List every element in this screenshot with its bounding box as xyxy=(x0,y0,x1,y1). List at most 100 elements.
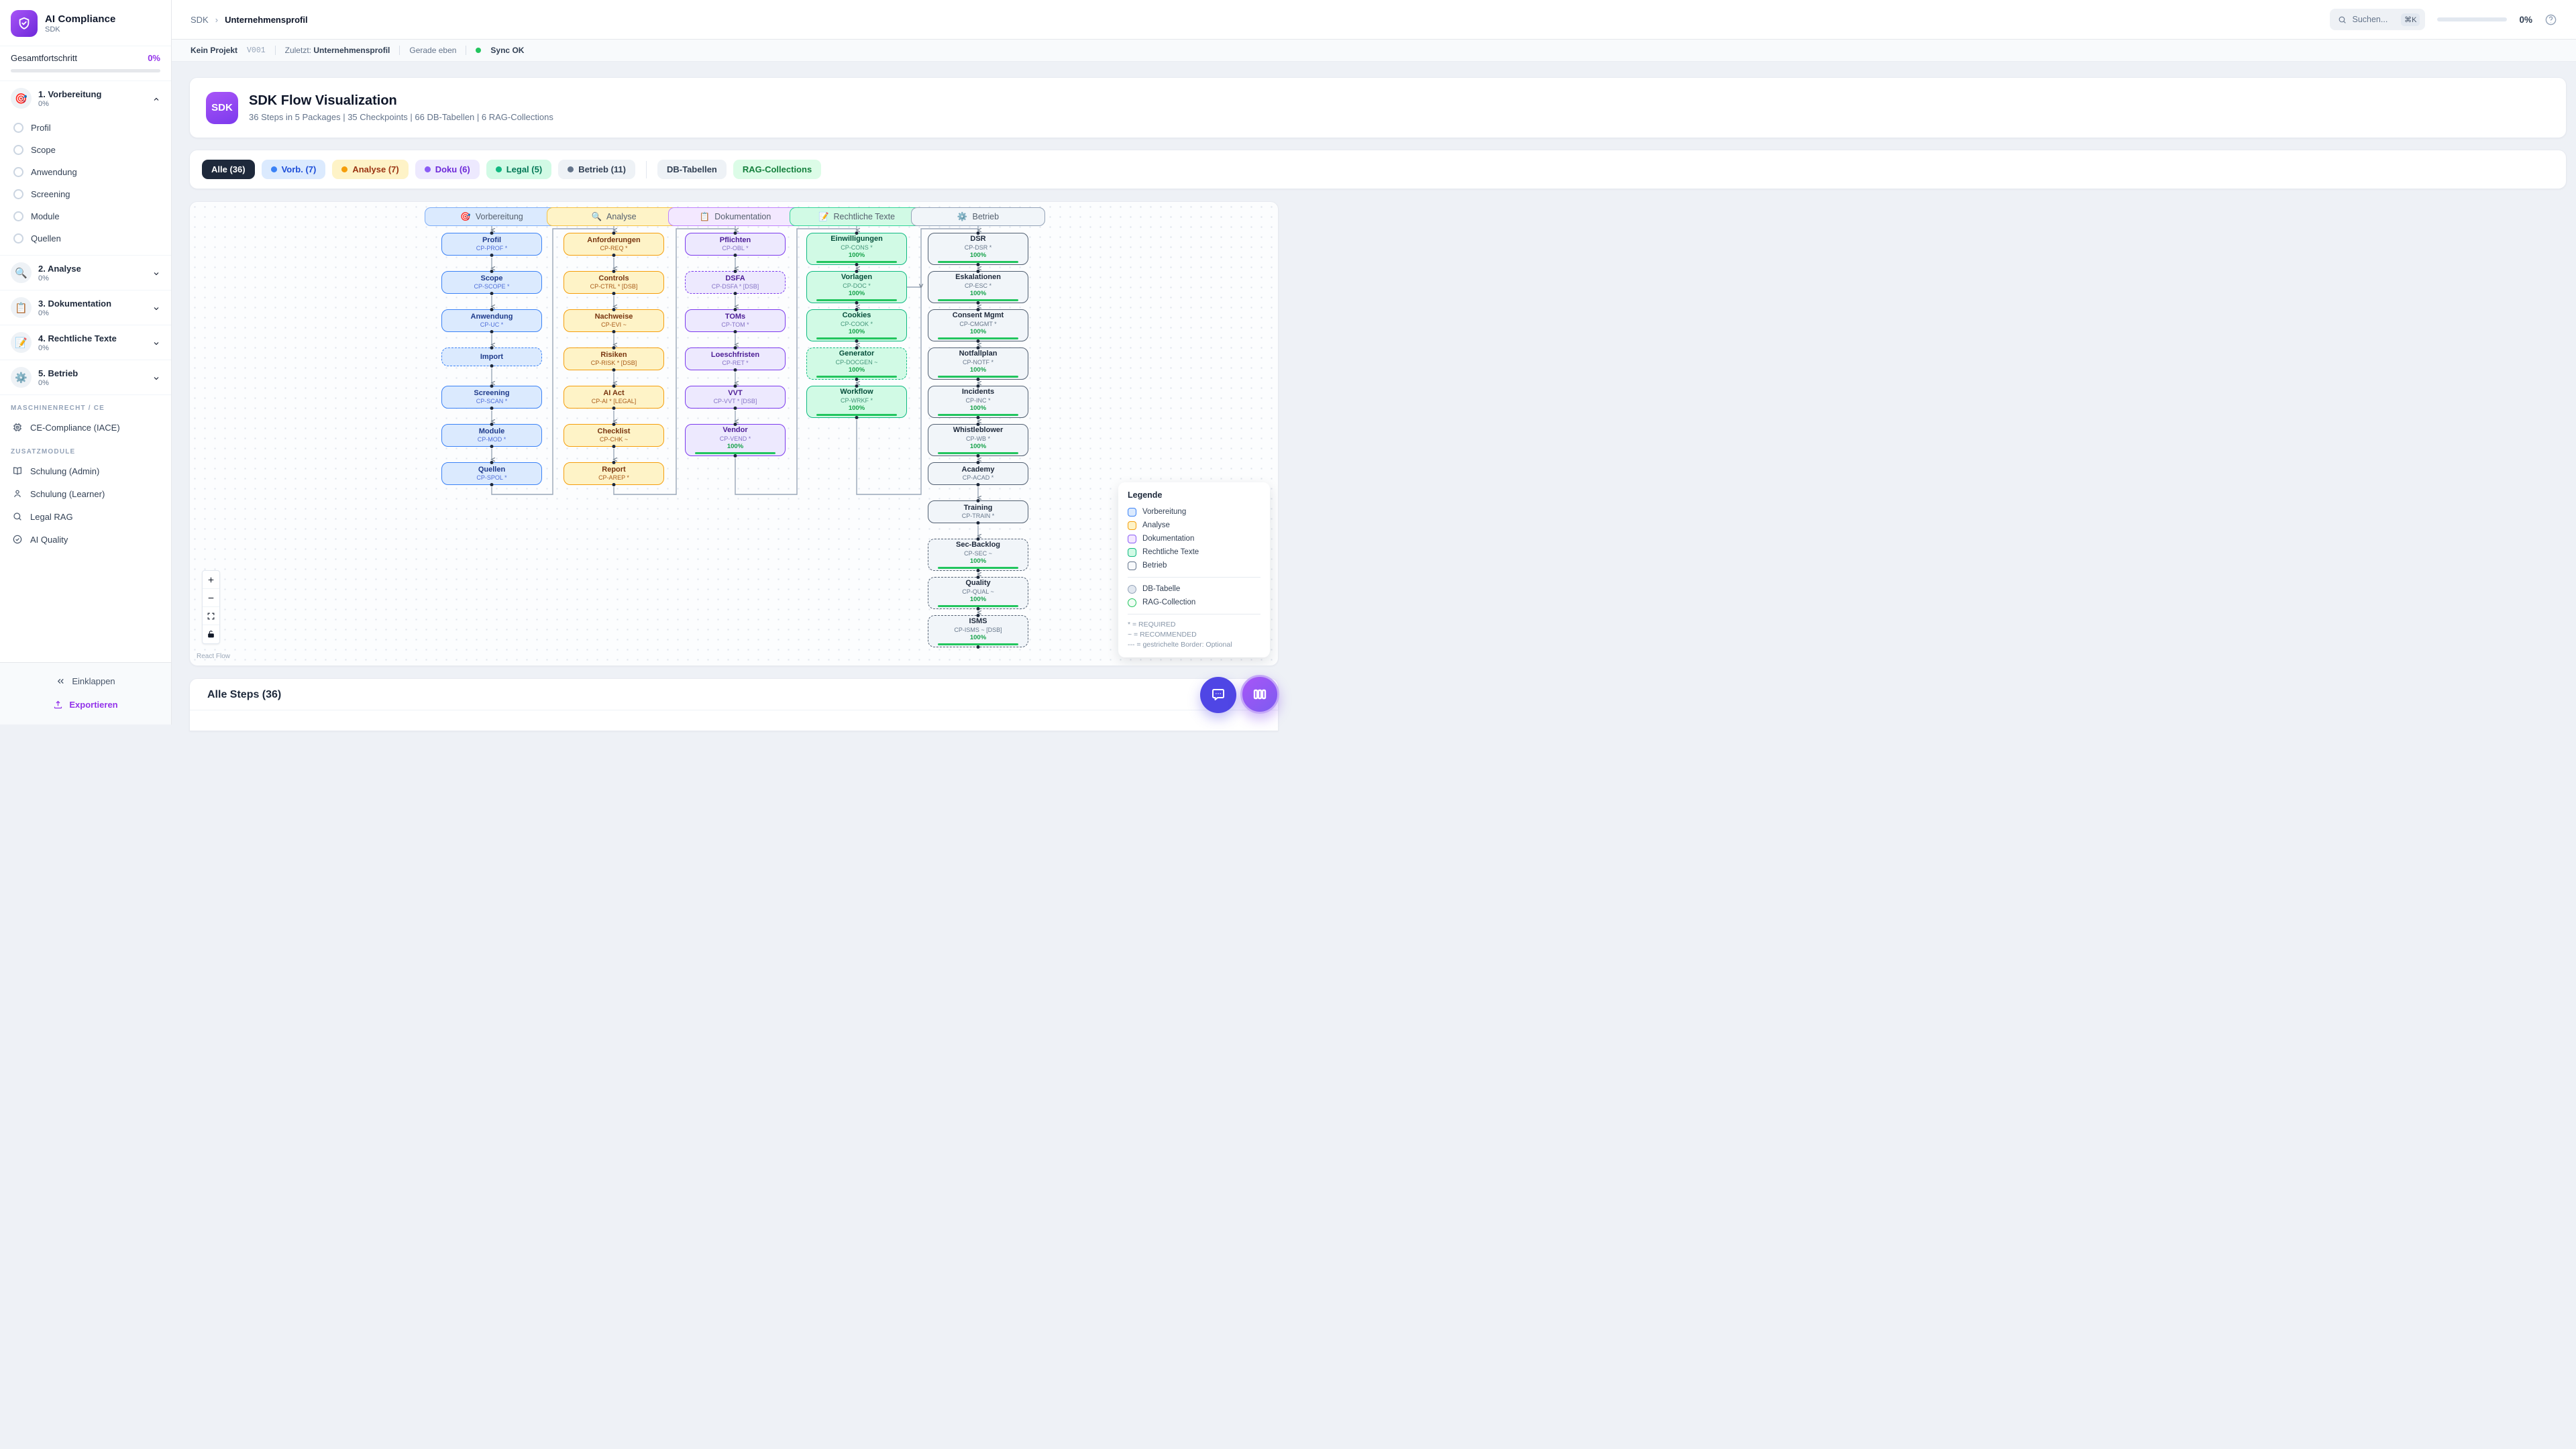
phase-progress: 0% xyxy=(38,309,49,317)
sidebar-item-screening[interactable]: Screening xyxy=(0,183,171,205)
sidebar-item-ce-compliance[interactable]: CE-Compliance (IACE) xyxy=(0,416,171,439)
sidebar-item-legal-rag[interactable]: Legal RAG xyxy=(0,505,171,528)
question-circle-icon xyxy=(2545,14,2557,25)
collapse-sidebar-button[interactable]: Einklappen xyxy=(0,669,171,693)
sidebar-item-quellen[interactable]: Quellen xyxy=(0,227,171,250)
node-code: CP-QUAL ~ xyxy=(962,588,994,595)
double-chevron-left-icon xyxy=(58,678,64,684)
filter-chip-db-tabellen[interactable]: DB-Tabellen xyxy=(657,160,727,179)
node-progress-value: 100% xyxy=(848,405,865,413)
package-header-purple[interactable]: 📋Dokumentation xyxy=(668,207,802,226)
node-title: Loeschfristen xyxy=(710,350,760,359)
filter-chip-alle-36-[interactable]: Alle (36) xyxy=(202,160,255,179)
filter-chip-rag-collections[interactable]: RAG-Collections xyxy=(733,160,822,179)
lock-button[interactable] xyxy=(203,625,219,643)
package-header-amber[interactable]: 🔍Analyse xyxy=(547,207,681,226)
sidebar-item-label: Module xyxy=(31,211,60,221)
node-progress-value: 100% xyxy=(848,366,865,374)
legend-package-item: Vorbereitung xyxy=(1128,505,1260,519)
sidebar-item-schulung-admin-[interactable]: Schulung (Admin) xyxy=(0,460,171,482)
search-input[interactable]: Suchen... ⌘K xyxy=(2330,9,2426,30)
node-title: Checklist xyxy=(597,427,631,435)
main-content: SDK SDK Flow Visualization 36 Steps in 5… xyxy=(172,62,2576,1449)
legend-swatch-icon xyxy=(1128,507,1136,517)
breadcrumb-root[interactable]: SDK xyxy=(191,14,209,25)
phase-progress: 0% xyxy=(38,274,49,282)
phase-title: 2. Analyse xyxy=(38,263,81,274)
zoom-in-button[interactable] xyxy=(203,571,219,589)
topbar: SDK › Unternehmensprofil Suchen... ⌘K 0% xyxy=(172,0,2576,40)
fit-view-button[interactable] xyxy=(203,607,219,625)
sidebar-item-profil[interactable]: Profil xyxy=(0,117,171,139)
sidebar-item-schulung-learner-[interactable]: Schulung (Learner) xyxy=(0,482,171,505)
filter-chip-betrieb-11-[interactable]: Betrieb (11) xyxy=(558,160,635,179)
filter-chip-doku-6-[interactable]: Doku (6) xyxy=(415,160,480,179)
sidebar-item-ai-quality[interactable]: AI Quality xyxy=(0,528,171,551)
chat-fab-button[interactable] xyxy=(1200,677,1236,713)
package-header-blue[interactable]: 🎯Vorbereitung xyxy=(425,207,559,226)
node-progress-value: 100% xyxy=(969,557,987,566)
node-title: DSFA xyxy=(725,274,745,282)
sidebar-item-module[interactable]: Module xyxy=(0,205,171,227)
phase-title: 4. Rechtliche Texte xyxy=(38,333,117,343)
node-code: CP-SPOL * xyxy=(476,474,507,482)
flow-node-import[interactable]: Import xyxy=(441,347,542,366)
package-header-green[interactable]: 📝Rechtliche Texte xyxy=(790,207,924,226)
sidebar-item-anwendung[interactable]: Anwendung xyxy=(0,161,171,183)
export-button[interactable]: Exportieren xyxy=(0,693,171,716)
package-header-slate[interactable]: ⚙️Betrieb xyxy=(911,207,1045,226)
phase-progress: 0% xyxy=(38,343,49,352)
sidebar-item-scope[interactable]: Scope xyxy=(0,139,171,161)
filter-chip-legal-5-[interactable]: Legal (5) xyxy=(486,160,552,179)
sync-status-dot xyxy=(476,48,482,53)
filter-chip-vorb-7-[interactable]: Vorb. (7) xyxy=(261,160,326,179)
columns-fab-button[interactable] xyxy=(1240,675,1279,714)
filter-chip-analyse-7-[interactable]: Analyse (7) xyxy=(332,160,409,179)
help-button[interactable] xyxy=(2544,13,2557,26)
node-code: CP-AREP * xyxy=(598,474,629,482)
zoom-out-button[interactable] xyxy=(203,589,219,607)
